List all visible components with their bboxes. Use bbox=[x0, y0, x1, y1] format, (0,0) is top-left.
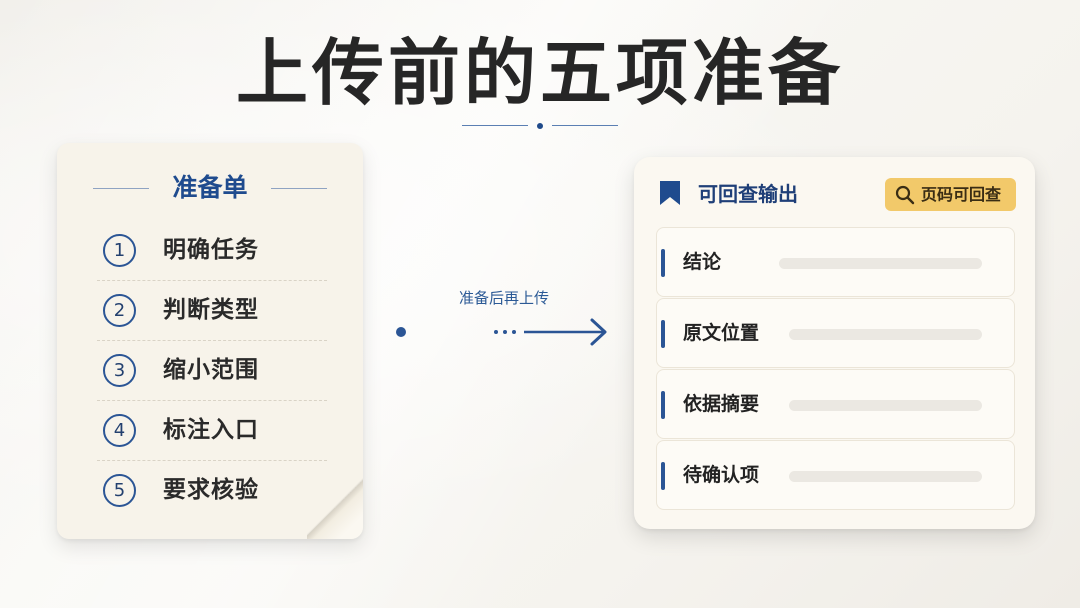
field-label: 原文位置 bbox=[683, 322, 760, 344]
output-field-row: 结论 bbox=[656, 227, 1015, 297]
item-number-badge: 4 bbox=[103, 414, 136, 447]
field-label: 待确认项 bbox=[683, 464, 760, 486]
arrow-right-icon bbox=[396, 318, 607, 346]
checklist-title: 准备单 bbox=[172, 173, 248, 202]
item-number-badge: 1 bbox=[103, 234, 136, 267]
item-label: 判断类型 bbox=[163, 297, 259, 323]
checklist-item: 1 明确任务 bbox=[97, 221, 327, 281]
item-number-badge: 2 bbox=[103, 294, 136, 327]
arrow-label: 准备后再上传 bbox=[458, 289, 549, 307]
output-card: 可回查输出 页码可回查 结论 原文位置 依据摘要 待确认项 bbox=[634, 157, 1035, 529]
page-traceable-chip: 页码可回查 bbox=[885, 178, 1016, 211]
output-title: 可回查输出 bbox=[698, 182, 798, 206]
item-label: 缩小范围 bbox=[163, 357, 259, 383]
field-label: 依据摘要 bbox=[683, 393, 760, 415]
item-label: 明确任务 bbox=[163, 237, 259, 263]
page-title: 上传前的五项准备 bbox=[235, 30, 844, 115]
field-placeholder-bar bbox=[789, 471, 982, 482]
chip-label: 页码可回查 bbox=[921, 185, 1002, 204]
field-label: 结论 bbox=[683, 251, 722, 273]
checklist-item: 4 标注入口 bbox=[97, 401, 327, 461]
search-icon bbox=[895, 185, 915, 205]
checklist-item: 3 缩小范围 bbox=[97, 341, 327, 401]
item-number-badge: 5 bbox=[103, 474, 136, 507]
page-curl-decoration bbox=[307, 477, 363, 539]
title-divider bbox=[462, 122, 618, 130]
item-label: 要求核验 bbox=[163, 477, 259, 503]
output-field-row: 原文位置 bbox=[656, 298, 1015, 368]
checklist-card: 准备单 1 明确任务 2 判断类型 3 缩小范围 4 标注入口 5 要求核验 bbox=[57, 143, 363, 539]
field-placeholder-bar bbox=[779, 258, 982, 269]
field-placeholder-bar bbox=[789, 329, 982, 340]
output-field-row: 待确认项 bbox=[656, 440, 1015, 510]
checklist-item: 2 判断类型 bbox=[97, 281, 327, 341]
item-number-badge: 3 bbox=[103, 354, 136, 387]
checklist-header: 准备单 bbox=[57, 171, 363, 205]
checklist-item: 5 要求核验 bbox=[97, 461, 327, 521]
field-placeholder-bar bbox=[789, 400, 982, 411]
output-field-row: 依据摘要 bbox=[656, 369, 1015, 439]
item-label: 标注入口 bbox=[163, 417, 259, 443]
bookmark-icon bbox=[660, 181, 680, 205]
